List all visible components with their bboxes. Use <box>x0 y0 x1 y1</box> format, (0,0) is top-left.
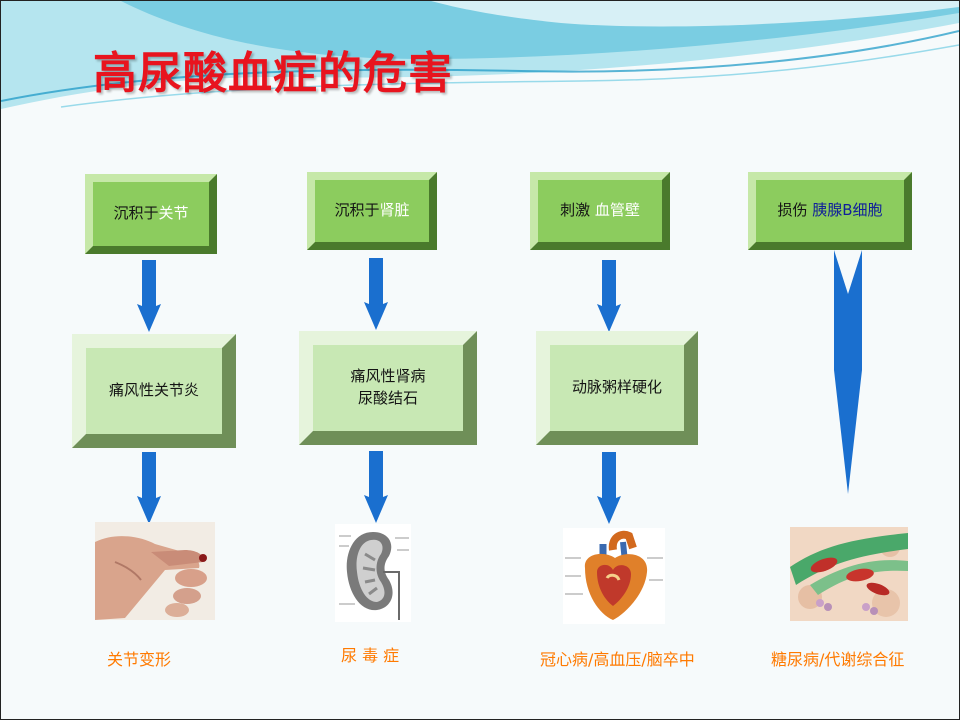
disease-line: 尿酸结石 <box>357 389 418 407</box>
down-arrow-icon <box>137 452 161 524</box>
down-arrow-icon <box>364 451 388 523</box>
long-down-arrow-icon <box>834 250 862 494</box>
cause-verb: 沉积于 <box>334 201 380 220</box>
caption-uremia: 尿 毒 症 <box>341 646 400 665</box>
cause-target: 关节 <box>158 204 189 223</box>
disease-box-gouty-arthritis: 痛风性关节炎 <box>72 334 236 448</box>
caption-diabetes-metabolic: 糖尿病/代谢综合征 <box>771 650 905 669</box>
down-arrow-icon <box>364 258 388 330</box>
cause-box-pancreas: 损伤 胰腺B细胞 <box>748 172 912 250</box>
cause-target: 血管壁 <box>594 201 640 220</box>
disease-line: 痛风性肾病 <box>350 367 426 386</box>
caption-cardiovascular: 冠心病/高血压/脑卒中 <box>540 650 695 669</box>
caption-joint-deformity: 关节变形 <box>107 650 172 669</box>
cause-box-joint: 沉积于关节 <box>85 174 217 254</box>
cause-box-vessel-wall: 刺激 血管壁 <box>530 172 670 250</box>
heart-diagram <box>563 528 665 624</box>
down-arrow-icon <box>597 452 621 524</box>
slide-title: 高尿酸血症的危害 <box>93 48 453 99</box>
cause-verb: 沉积于 <box>113 204 159 223</box>
pancreas-cell-diagram <box>790 527 908 621</box>
disease-box-atherosclerosis: 动脉粥样硬化 <box>536 331 698 445</box>
down-arrow-icon <box>137 260 161 332</box>
cause-verb: 损伤 <box>777 201 813 220</box>
cause-box-kidney: 沉积于肾脏 <box>307 172 437 250</box>
cause-target: 肾脏 <box>379 201 410 220</box>
disease-line: 痛风性关节炎 <box>108 381 199 400</box>
header-swoosh-decoration <box>1 1 959 109</box>
down-arrow-icon <box>597 260 621 332</box>
cause-target: 胰腺B细胞 <box>812 201 883 220</box>
disease-box-gouty-nephropathy: 痛风性肾病 尿酸结石 <box>299 331 477 445</box>
deformed-hand-photo <box>95 522 215 620</box>
cause-verb: 刺激 <box>560 201 595 220</box>
disease-line: 动脉粥样硬化 <box>571 378 662 397</box>
kidney-diagram <box>335 524 411 622</box>
